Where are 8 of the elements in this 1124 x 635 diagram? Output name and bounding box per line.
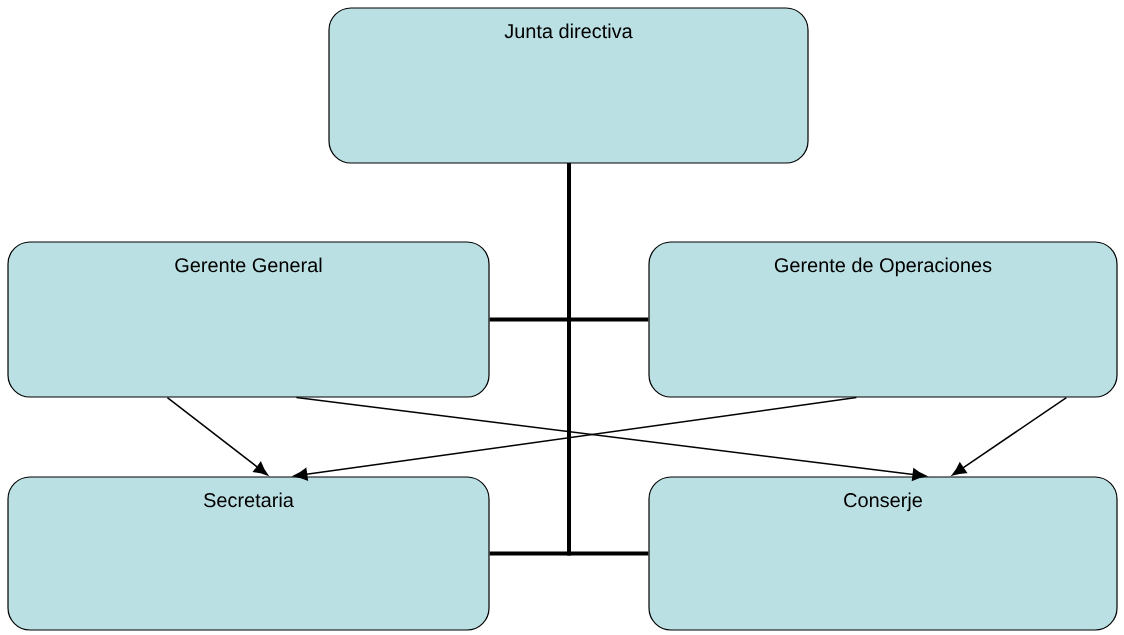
org-box: Conserje xyxy=(648,476,1118,631)
org-box: Gerente de Operaciones xyxy=(648,241,1118,398)
arrow xyxy=(166,396,269,476)
org-box: Secretaria xyxy=(7,476,490,631)
arrow xyxy=(951,396,1068,476)
org-box: Junta directiva xyxy=(328,7,809,164)
connector-line xyxy=(567,163,649,556)
org-box: Gerente General xyxy=(7,241,490,398)
